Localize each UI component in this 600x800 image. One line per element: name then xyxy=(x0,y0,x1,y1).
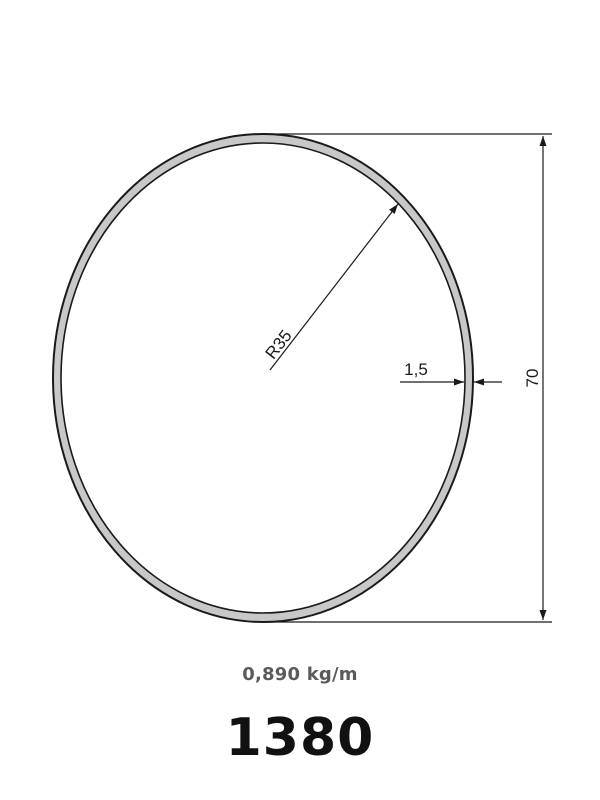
radius-leader-line xyxy=(269,203,399,371)
height-label: 70 xyxy=(523,369,542,388)
weight-per-meter: 0,890 kg/m xyxy=(242,664,358,685)
wall-thickness-label: 1,5 xyxy=(404,360,428,379)
tube-profile-drawing: 70 R35 1,5 xyxy=(52,133,552,623)
profile-code: 1380 xyxy=(225,708,375,768)
tube-inner-wall xyxy=(60,142,466,614)
